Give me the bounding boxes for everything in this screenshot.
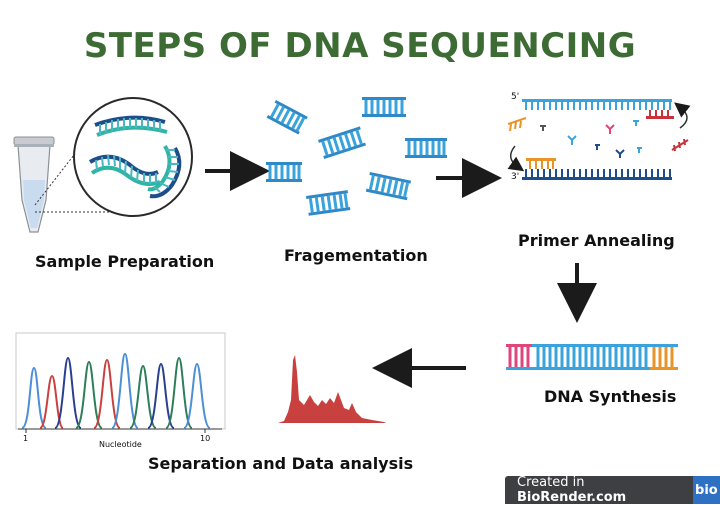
watermark-text: Created in BioRender.com [517, 475, 627, 505]
dna-strands-in-sample [88, 115, 182, 199]
three-prime-label: 3' [511, 172, 520, 182]
primer-annealing-label: Primer Annealing [518, 231, 675, 250]
dna-fragments-illustration [266, 97, 447, 216]
dna-synthesis-label: DNA Synthesis [544, 387, 677, 406]
sample-preparation-illustration [13, 97, 193, 233]
dna-synthesis-illustration [506, 344, 678, 370]
x-tick-end: 10 [200, 434, 211, 443]
zoom-circle [73, 97, 193, 217]
fragmentation-label: Fragementation [284, 246, 428, 265]
microcentrifuge-tube-icon [13, 136, 55, 233]
chromatogram-plot [15, 332, 226, 433]
x-tick-start: 1 [23, 434, 29, 443]
electropherogram-peaks [278, 355, 386, 423]
separation-label: Separation and Data analysis [148, 454, 414, 473]
x-axis-label: Nucleotide [99, 440, 142, 449]
primer-annealing-illustration [507, 99, 691, 180]
biorender-logo-icon: bio [692, 476, 720, 504]
page-title: STEPS OF DNA SEQUENCING [83, 26, 637, 66]
five-prime-label: 5' [511, 92, 520, 102]
sample-preparation-label: Sample Preparation [35, 252, 215, 271]
biorender-watermark[interactable]: Created in BioRender.com bio [505, 475, 720, 505]
